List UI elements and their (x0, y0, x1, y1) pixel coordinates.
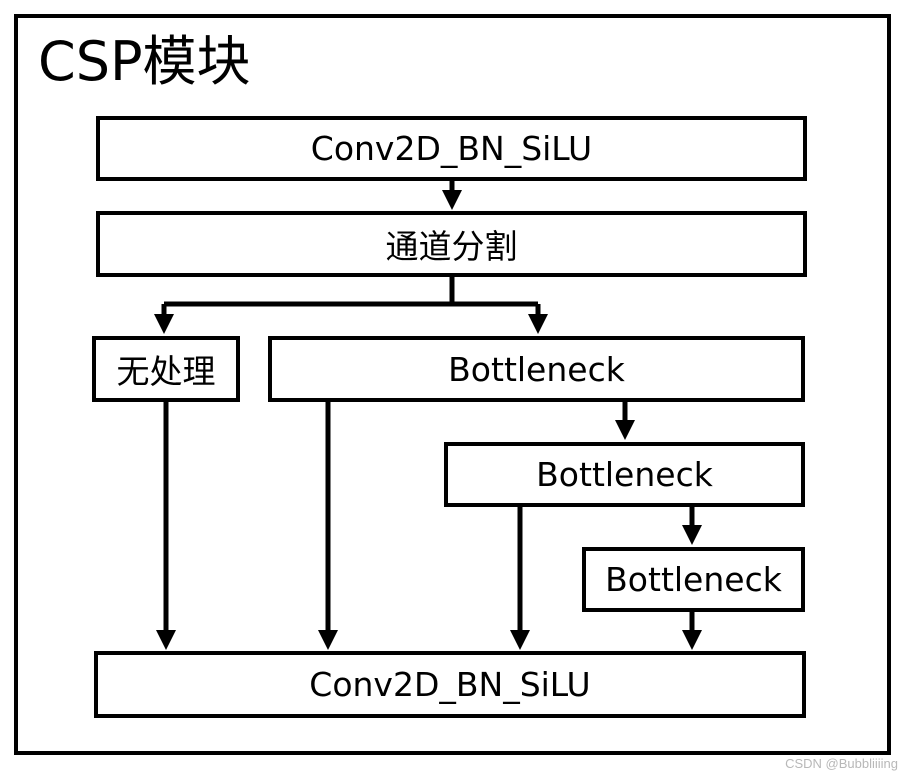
csp-module-frame (14, 14, 891, 755)
node-conv2d-bn-silu-top: Conv2D_BN_SiLU (96, 116, 807, 181)
node-channel-split: 通道分割 (96, 211, 807, 277)
node-bottleneck-2: Bottleneck (444, 442, 805, 507)
node-bottleneck-3: Bottleneck (582, 547, 805, 612)
node-bottleneck-1: Bottleneck (268, 336, 805, 402)
node-no-process: 无处理 (92, 336, 240, 402)
watermark: CSDN @Bubbliiiing (785, 756, 898, 771)
node-conv2d-bn-silu-bottom: Conv2D_BN_SiLU (94, 651, 806, 718)
diagram-title: CSP模块 (38, 30, 251, 93)
